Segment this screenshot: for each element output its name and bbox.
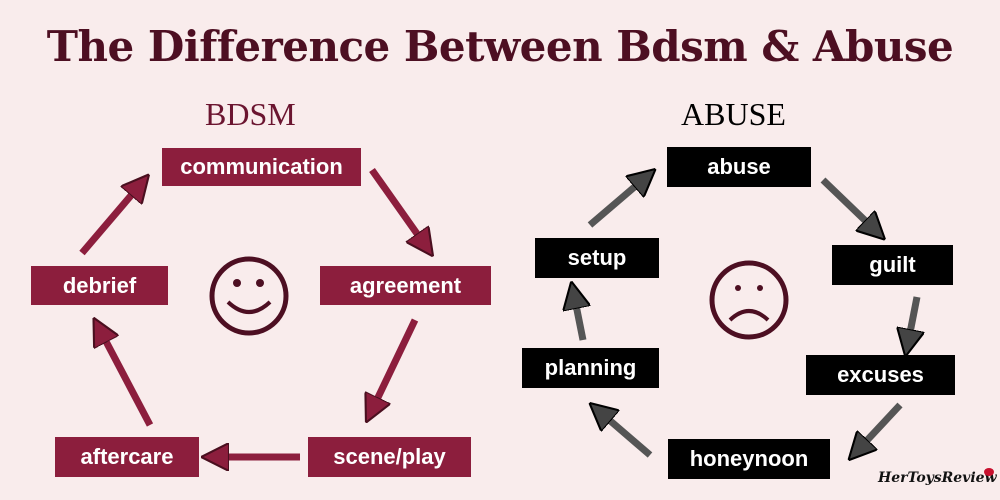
bdsm-step-debrief: debrief <box>31 266 168 305</box>
arrow-setup-abuse <box>587 178 645 228</box>
bdsm-heading: BDSM <box>205 96 296 132</box>
arrow-planning-setup <box>574 295 583 341</box>
arrow-guilt-excuses <box>908 296 917 343</box>
abuse-heading: ABUSE <box>681 96 786 132</box>
smiley-face-icon <box>209 256 289 336</box>
bdsm-step-communication: communication <box>162 148 361 186</box>
abuse-step-setup: setup <box>535 238 659 278</box>
abuse-step-abuse: abuse <box>667 147 811 187</box>
abuse-step-honeynoon: honeynoon <box>668 439 830 479</box>
arrow-honeynoon-planning <box>600 412 653 458</box>
brand-logo: HerToysReview <box>878 470 997 486</box>
abuse-step-excuses: excuses <box>806 355 955 395</box>
arrow-agreement-scene <box>372 318 419 410</box>
arrow-communication-agreement <box>369 167 425 245</box>
abuse-step-guilt: guilt <box>832 245 953 285</box>
bdsm-step-aftercare: aftercare <box>55 437 199 477</box>
arrow-abuse-guilt <box>820 177 875 230</box>
bdsm-step-scene-play: scene/play <box>308 437 471 477</box>
bdsm-step-agreement: agreement <box>320 266 491 305</box>
lips-icon <box>984 468 994 476</box>
sad-face-icon <box>709 260 789 340</box>
arrow-debrief-communication <box>79 185 140 256</box>
page-title: The Difference Between Bdsm & Abuse <box>46 22 954 71</box>
arrow-aftercare-debrief <box>100 330 154 427</box>
arrow-excuses-honeynoon <box>858 402 903 450</box>
abuse-step-planning: planning <box>522 348 659 388</box>
